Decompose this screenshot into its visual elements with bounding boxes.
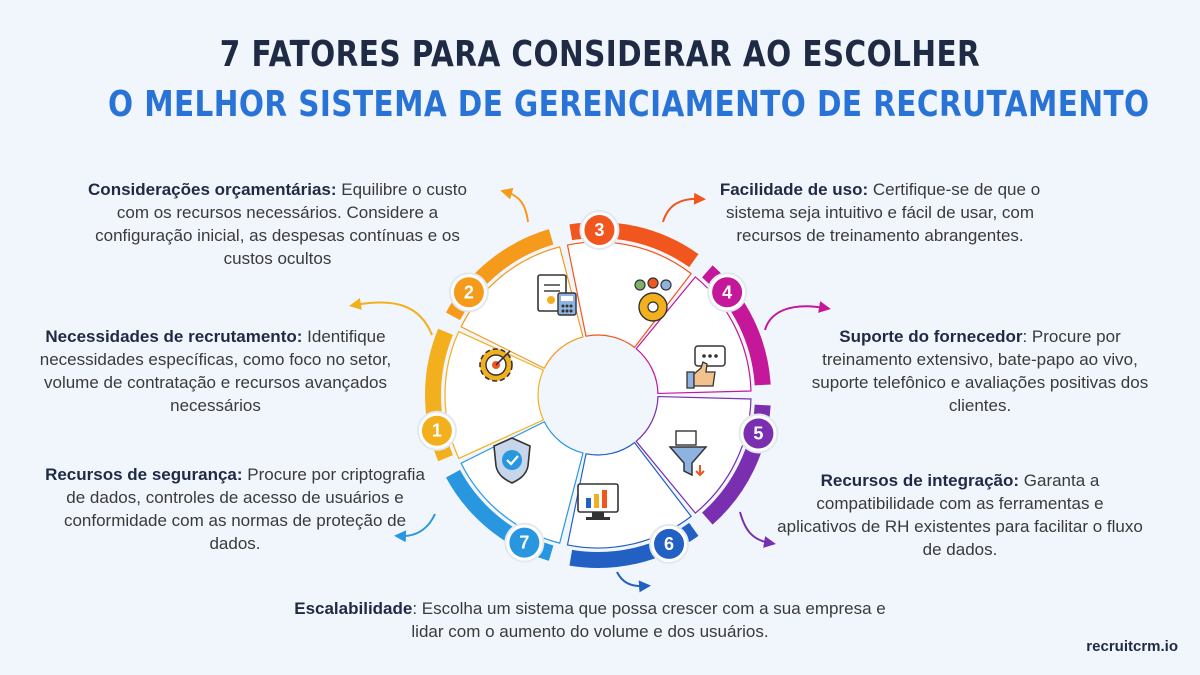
factor-2-description: Considerações orçamentárias: Equilibre o… <box>70 178 485 270</box>
team-gear-icon <box>634 277 672 322</box>
shield-check-icon <box>493 437 531 484</box>
number-badge-label-6: 6 <box>664 534 674 554</box>
factor-7-heading: Recursos de segurança: <box>45 465 243 484</box>
curved-arrow-7 <box>394 513 436 543</box>
chat-thumbs-up-icon <box>686 345 726 389</box>
number-badge-3: 3 <box>579 210 620 251</box>
number-badge-label-2: 2 <box>464 282 474 302</box>
factor-7-description: Recursos de segurança: Procure por cript… <box>40 463 430 555</box>
growth-monitor-icon <box>577 483 619 520</box>
curved-arrow-4 <box>764 301 831 331</box>
factor-4-text: : Procure por treinamento extensivo, bat… <box>811 327 1149 415</box>
factor-6-text: : Escolha um sistema que possa crescer c… <box>411 599 886 641</box>
curved-arrow-2 <box>500 187 529 223</box>
curved-arrow-3 <box>662 192 706 223</box>
target-gear-icon <box>479 348 513 382</box>
curved-arrow-5 <box>739 511 776 548</box>
factor-5-text: Garanta a compatibilidade com as ferrame… <box>777 471 1143 559</box>
number-badge-2: 2 <box>448 272 489 313</box>
factor-1-heading: Necessidades de recrutamento: <box>45 327 303 346</box>
title-line-2: O MELHOR SISTEMA DE GERENCIAMENTO DE REC… <box>108 84 1150 125</box>
factor-1-description: Necessidades de recrutamento: Identifiqu… <box>18 325 413 417</box>
factor-2-heading: Considerações orçamentárias: <box>88 180 337 199</box>
factor-3-text: Certifique-se de que o sistema seja intu… <box>725 180 1041 245</box>
number-badge-label-3: 3 <box>594 220 604 240</box>
factor-1-text: Identifique necessidades específicas, co… <box>39 327 392 415</box>
number-badge-7: 7 <box>504 522 545 563</box>
number-badge-label-4: 4 <box>722 282 732 302</box>
calculator-document-icon <box>537 274 577 316</box>
curved-arrow-1 <box>349 298 433 336</box>
brand-logo-text: recruitcrm.io <box>1086 638 1178 655</box>
factor-6-heading: Escalabilidade <box>294 599 413 618</box>
number-badge-label-7: 7 <box>519 533 529 553</box>
title-line-1: 7 FATORES PARA CONSIDERAR AO ESCOLHER <box>219 34 981 75</box>
curved-arrow-6 <box>616 571 651 593</box>
number-badges: 1 2 3 4 5 6 7 <box>416 210 779 564</box>
number-badge-5: 5 <box>738 413 779 454</box>
number-badge-4: 4 <box>707 272 748 313</box>
factor-7-text: Procure por criptografia de dados, contr… <box>63 465 425 553</box>
factor-5-description: Recursos de integração: Garanta a compat… <box>775 469 1145 561</box>
factor-3-heading: Facilidade de uso: <box>719 180 869 199</box>
number-badge-6: 6 <box>649 523 690 564</box>
factor-4-description: Suporte do fornecedor: Procure por trein… <box>795 325 1165 417</box>
number-badge-label-5: 5 <box>753 424 763 444</box>
number-badge-label-1: 1 <box>432 421 442 441</box>
funnel-icon <box>668 430 708 477</box>
factor-4-heading: Suporte do fornecedor <box>839 327 1023 346</box>
curved-arrows <box>349 187 831 593</box>
number-badge-1: 1 <box>416 410 457 451</box>
factor-6-description: Escalabilidade: Escolha um sistema que p… <box>290 597 890 643</box>
factor-3-description: Facilidade de uso: Certifique-se de que … <box>700 178 1060 247</box>
factor-5-heading: Recursos de integração: <box>820 471 1020 490</box>
factor-2-text: Equilibre o custo com os recursos necess… <box>95 180 467 268</box>
